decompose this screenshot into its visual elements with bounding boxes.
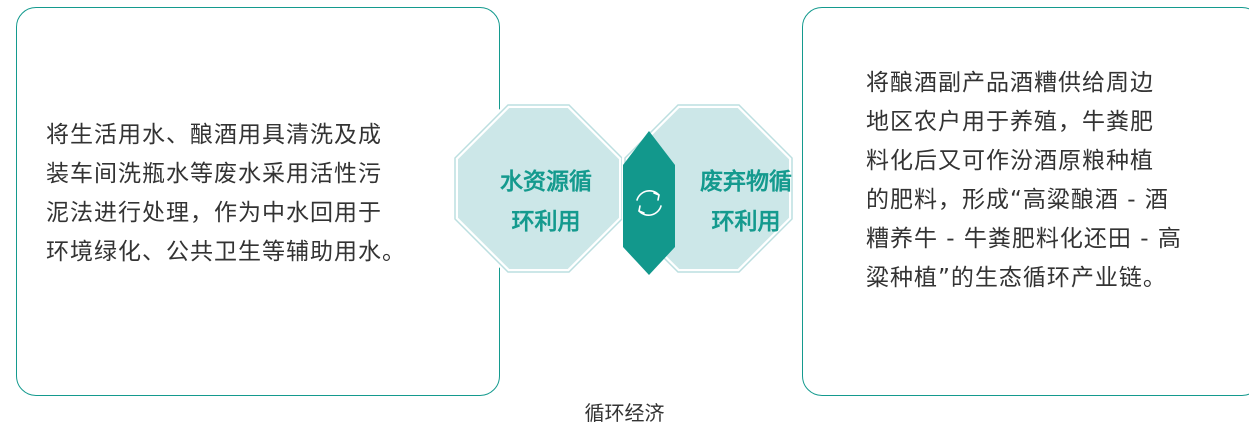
- waste-recycling-description: 将酿酒副产品酒糟供给周边 地区农户用于养殖，牛粪肥 料化后又可作汾酒原粮种植 的…: [866, 70, 1182, 291]
- overlap-region: [623, 131, 675, 275]
- cycle-arrows-icon: [636, 190, 662, 216]
- circular-economy-diagram: [452, 102, 795, 275]
- waste-cycle-label: 废弃物循 环利用: [700, 169, 792, 235]
- water-recycling-panel: [16, 7, 500, 396]
- diagram-caption: 循环经济: [584, 401, 665, 425]
- water-resource-cycle-label: 水资源循 环利用: [500, 169, 592, 235]
- water-recycling-description: 将生活用水、酿酒用具清洗及成 装车间洗瓶水等废水采用活性污 泥法进行处理，作为中…: [46, 122, 406, 265]
- waste-recycling-panel: [802, 7, 1249, 396]
- water-cycle-octagon: [452, 102, 625, 275]
